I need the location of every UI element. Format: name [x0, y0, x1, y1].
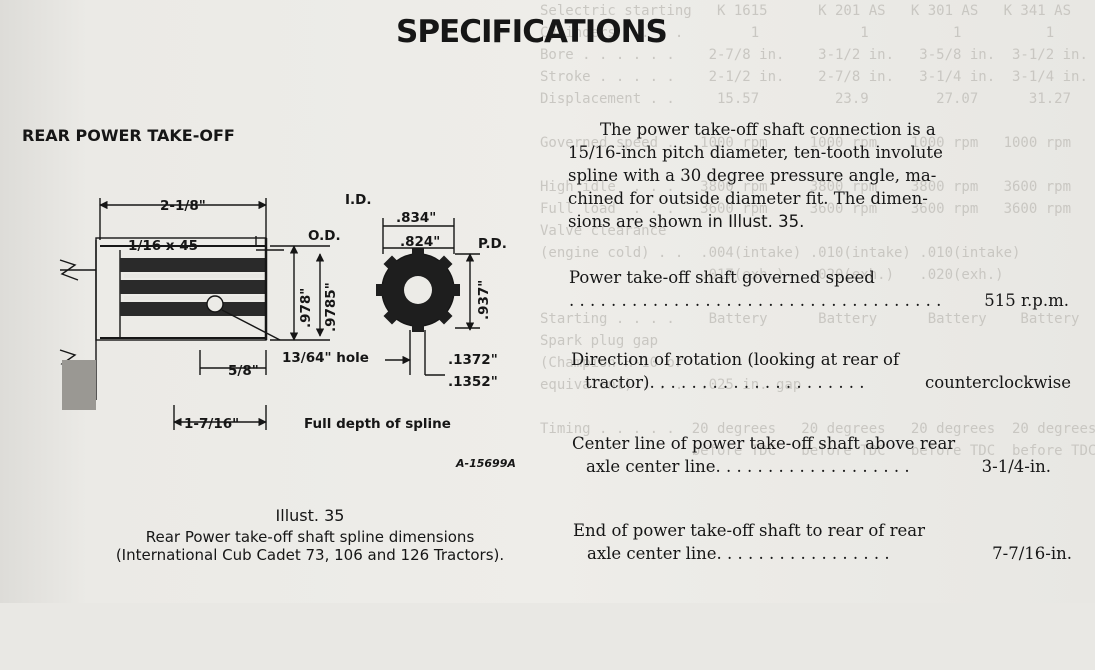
- spec-value: 515 r.p.m.: [984, 291, 1069, 310]
- dim-824: .824": [400, 234, 440, 250]
- spline-diagram: 2-1/8" 1/16 x 45 O.D. I.D. P.D. .834" .8…: [59, 192, 516, 470]
- spec-governed-speed: Power take-off shaft governed speed . . …: [569, 266, 1069, 312]
- dim-1352: .1352": [448, 374, 498, 390]
- spec-value: 3-1/4-in.: [981, 457, 1051, 476]
- spec-label: Direction of rotation (looking at rear o…: [571, 350, 900, 369]
- dim-9785: .9785": [323, 282, 339, 332]
- bleed-through-text: Selectric starting K 1615 K 201 AS K 301…: [540, 3, 1095, 459]
- spec-value: 7-7/16-in.: [992, 544, 1072, 563]
- dot-leader: . . . . . . . . . . . . . . . . . . . . …: [649, 373, 865, 392]
- spec-center-line: Center line of power take-off shaft abov…: [572, 432, 1072, 478]
- dim-937: .937": [476, 280, 492, 320]
- spec-end-shaft: End of power take-off shaft to rear of r…: [573, 519, 1073, 565]
- caption-line: Rear Power take-off shaft spline dimensi…: [145, 528, 475, 546]
- description-line: spline with a 30 degree pressure angle, …: [568, 166, 937, 185]
- description-line: 15/16-inch pitch diameter, ten-tooth inv…: [568, 143, 943, 162]
- illust-number: Illust. 35: [275, 506, 345, 525]
- illust-reference: in Illust. 35.: [707, 212, 805, 231]
- caption-line: (International Cub Cadet 73, 106 and 126…: [115, 546, 505, 564]
- dot-leader: . . . . . . . . . . . . . . . . . . . . …: [569, 291, 942, 310]
- description-paragraph: The power take-off shaft connection is a…: [568, 118, 943, 233]
- spec-label: Center line of power take-off shaft abov…: [572, 434, 956, 453]
- dim-od-label: O.D.: [308, 228, 341, 244]
- spec-label: axle center line: [587, 544, 717, 563]
- spec-value: counterclockwise: [924, 373, 1071, 392]
- drawing-number: A-15699A: [455, 457, 516, 470]
- dim-1372: .1372": [448, 352, 498, 368]
- spec-label: End of power take-off shaft to rear of r…: [573, 521, 925, 540]
- page-title: SPECIFICATIONS: [396, 14, 668, 50]
- section-heading: REAR POWER TAKE-OFF: [22, 126, 235, 145]
- dim-chamfer: 1/16 x 45: [128, 238, 198, 254]
- full-depth-label: Full depth of spline: [304, 416, 451, 432]
- dim-1716: 1-7/16": [184, 416, 239, 432]
- dim-978: .978": [298, 288, 314, 328]
- dot-leader: . . . . . . . . . . . . . . . . .: [716, 544, 890, 563]
- dim-id-label: I.D.: [345, 192, 372, 208]
- spec-row: axle center line. . . . . . . . . . . . …: [573, 542, 1072, 565]
- spline-cross-section: [376, 248, 460, 332]
- dim-overall: 2-1/8": [160, 198, 206, 214]
- figure-caption: Illust. 35 Rear Power take-off shaft spl…: [60, 506, 560, 564]
- dot-leader: . . . . . . . . . . . . . . . . . . .: [715, 457, 910, 476]
- description-line: sions are shown in Illust. 35.: [568, 210, 943, 233]
- spec-label: axle center line: [586, 457, 716, 476]
- dim-hole: 13/64" hole: [282, 350, 369, 366]
- shaft-body: [59, 237, 268, 410]
- dim-pd-label: P.D.: [478, 236, 507, 252]
- dim-58: 5/8": [228, 363, 259, 379]
- description-text: sions are shown: [568, 212, 708, 231]
- spec-rotation: Direction of rotation (looking at rear o…: [571, 348, 1071, 394]
- dim-834: .834": [396, 210, 436, 226]
- spec-row: . . . . . . . . . . . . . . . . . . . . …: [569, 289, 1069, 312]
- spec-label: tractor): [585, 373, 650, 392]
- description-line: The power take-off shaft connection is a: [600, 120, 936, 139]
- spec-row: axle center line. . . . . . . . . . . . …: [572, 455, 1051, 478]
- page: Selectric starting K 1615 K 201 AS K 301…: [0, 0, 1095, 603]
- description-line: chined for outside diameter fit. The dim…: [568, 189, 928, 208]
- spec-label: Power take-off shaft governed speed: [569, 268, 875, 287]
- spec-row: tractor). . . . . . . . . . . . . . . . …: [571, 371, 1071, 394]
